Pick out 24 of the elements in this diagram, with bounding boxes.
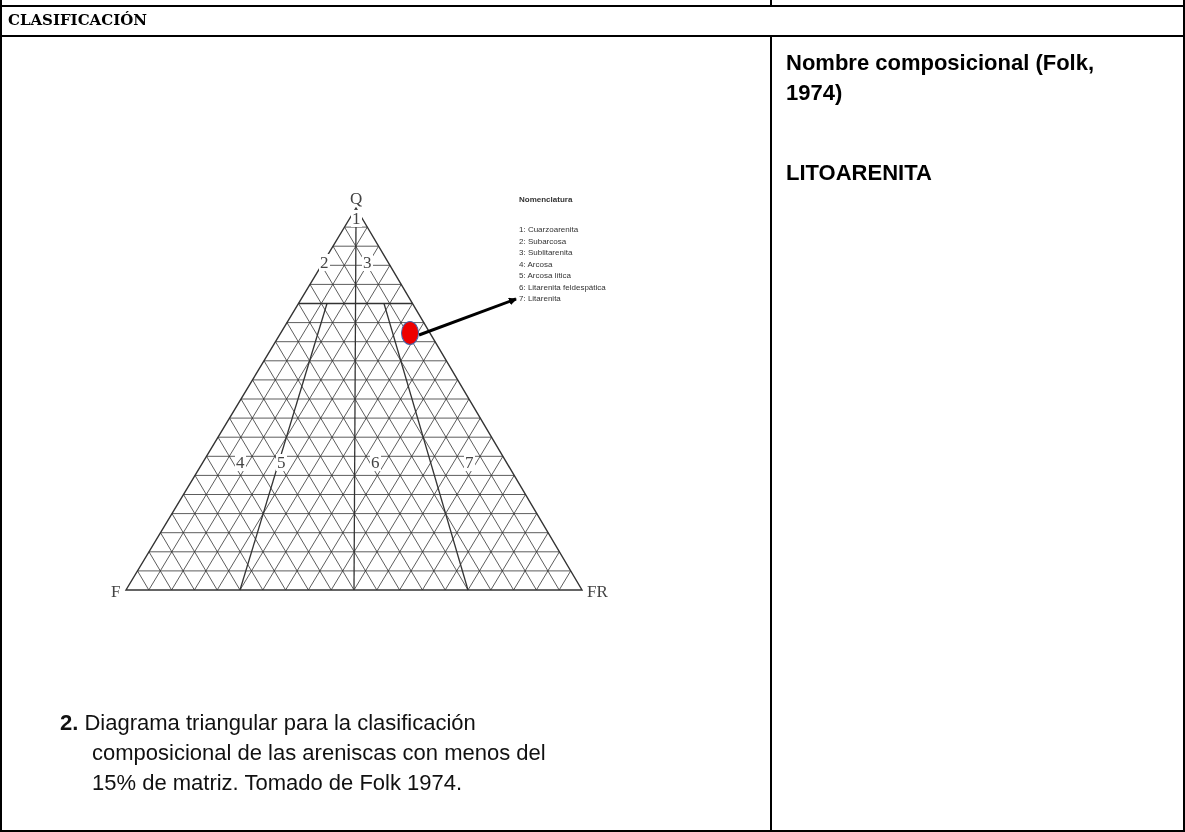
vertex-label: F: [110, 583, 122, 600]
region-number: 1: [351, 210, 362, 227]
legend-entry: 2: Subarcosa: [519, 236, 567, 246]
figure-caption: 2. Diagrama triangular para la clasificación composicional de las areniscas con menos del 15% de matriz. Tomado de Folk 1974.: [60, 709, 547, 797]
legend-entry: 4: Arcosa: [519, 259, 553, 269]
region-number: 7: [464, 454, 475, 471]
legend-entry: 5: Arcosa lítica: [519, 271, 572, 280]
vertex-label: Q: [349, 190, 364, 207]
vertex-label: FR: [586, 583, 609, 600]
region-number: 6: [370, 454, 381, 471]
arrow: [418, 297, 517, 337]
legend-entry: 1: Cuarzoarenita: [519, 225, 579, 234]
legend-entry: 6: Litarenita feldespática: [519, 282, 606, 292]
region-number: 3: [362, 254, 373, 271]
region-number: 2: [319, 254, 330, 271]
region-number: 4: [235, 454, 246, 471]
legend-entry: 7: Litarenita: [519, 294, 561, 303]
result-text: LITOARENITA: [786, 160, 932, 186]
legend-entry: 3: Sublitarenita: [519, 248, 573, 257]
region-number: 5: [276, 454, 287, 471]
cell-heading: Nombre composicional (Folk, 1974): [786, 49, 1096, 107]
section-header: CLASIFICACIÓN: [8, 11, 147, 29]
legend-title: Nomenclatura: [519, 195, 573, 204]
data-point-marker: [401, 321, 419, 345]
